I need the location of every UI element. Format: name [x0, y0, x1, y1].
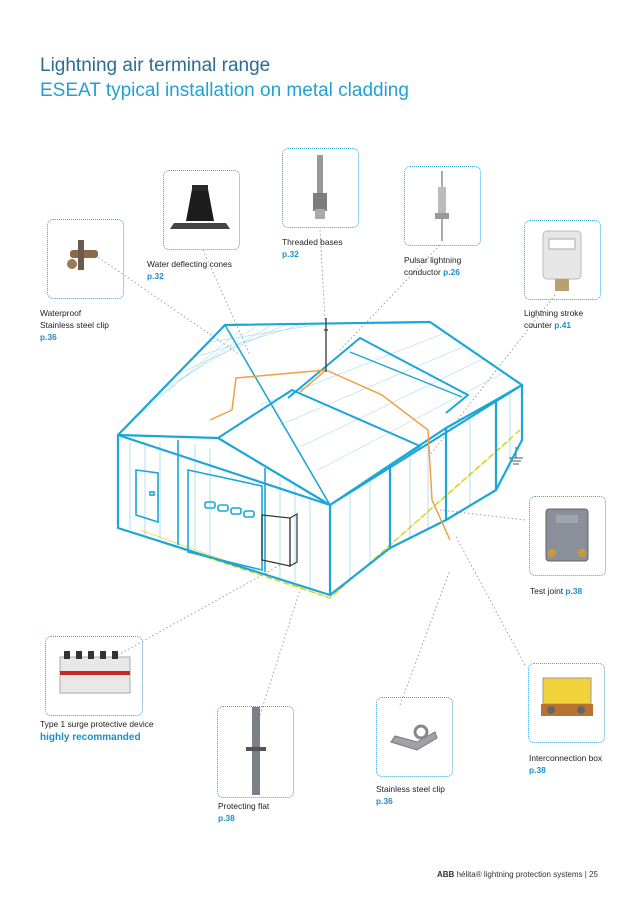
label-stroke-counter: Lightning stroke counter p.41 [524, 307, 583, 331]
surge-device-highlight: highly recommanded [40, 732, 141, 743]
threaded-bases-line1: Threaded bases [282, 237, 343, 247]
label-stainless-clip: Stainless steel clip p.36 [376, 783, 445, 807]
label-surge-device: Type 1 surge protective device highly re… [40, 718, 154, 744]
label-interconnection-box: Interconnection box p.38 [529, 752, 602, 776]
frame-waterproof-clip [47, 219, 124, 299]
pulsar-page[interactable]: p.26 [443, 267, 460, 277]
page-subtitle: ESEAT typical installation on metal clad… [40, 80, 409, 101]
label-pulsar: Pulsar lightning conductor p.26 [404, 254, 461, 278]
stroke-counter-page[interactable]: p.41 [554, 320, 572, 330]
protecting-flat-page[interactable]: p.38 [218, 813, 235, 823]
page-number: 25 [589, 870, 598, 879]
stainless-clip-page[interactable]: p.36 [376, 796, 393, 806]
pulsar-line1: Pulsar lightning [404, 255, 462, 265]
interconnection-box-line1: Interconnection box [529, 753, 603, 763]
waterproof-clip-line2: Stainless steel clip [40, 320, 109, 330]
frame-stainless-clip [376, 697, 453, 777]
water-cone-icon [170, 185, 230, 229]
threaded-base-icon [313, 155, 327, 219]
page-footer: ABB hélita® lightning protection systems… [437, 870, 598, 879]
callout-lines [94, 229, 556, 716]
earth-symbol [509, 447, 523, 465]
frame-protecting-flat [217, 679, 294, 798]
test-joint-page[interactable]: p.38 [565, 586, 583, 596]
footer-separator: | [584, 870, 587, 879]
frame-threaded-bases [282, 148, 359, 228]
test-joint-line1: Test joint [530, 586, 564, 596]
protecting-flat-line1: Protecting flat [218, 801, 270, 811]
surge-device-icon [59, 651, 131, 694]
interconnection-box-icon [541, 677, 593, 716]
stroke-counter-line2: counter [524, 320, 552, 330]
water-cones-line1: Water deflecting cones [147, 259, 232, 269]
down-conductor [209, 369, 451, 541]
surge-device-line1: Type 1 surge protective device [40, 719, 154, 729]
label-test-joint: Test joint p.38 [530, 585, 582, 597]
electrical-box [261, 512, 298, 568]
waterproof-clip-page[interactable]: p.36 [40, 332, 57, 342]
pulsar-line2: conductor [404, 267, 441, 277]
garage-door [187, 469, 263, 572]
ground-hatch [139, 439, 511, 599]
door [135, 469, 159, 524]
interconnection-box-page[interactable]: p.38 [529, 765, 546, 775]
footer-text: hélita® lightning protection systems [456, 870, 583, 879]
label-protecting-flat: Protecting flat p.38 [218, 800, 269, 824]
label-waterproof-clip: Waterproof Stainless steel clip p.36 [40, 307, 109, 343]
pulsar-conductor-icon [435, 171, 449, 241]
frame-test-joint [529, 496, 606, 576]
threaded-bases-page[interactable]: p.32 [282, 249, 299, 259]
waterproof-clip-line1: Waterproof [40, 308, 82, 318]
protecting-flat-icon [246, 679, 266, 795]
waterproof-clip-icon [67, 240, 98, 270]
building [116, 320, 524, 597]
stroke-counter-icon [542, 230, 582, 291]
stainless-clip-icon [390, 724, 438, 751]
roof-stripes [134, 324, 506, 471]
label-water-cones: Water deflecting cones p.32 [147, 258, 232, 282]
frame-interconnection-box [528, 663, 605, 743]
test-joint-icon [545, 508, 589, 562]
frame-pulsar [404, 166, 481, 246]
stainless-clip-line1: Stainless steel clip [376, 784, 445, 794]
frame-stroke-counter [524, 220, 601, 300]
page-title: Lightning air terminal range [40, 55, 271, 76]
frame-surge-device [45, 636, 143, 716]
label-threaded-bases: Threaded bases p.32 [282, 236, 343, 260]
stroke-counter-line1: Lightning stroke [524, 308, 584, 318]
footer-brand: ABB [437, 870, 455, 879]
mast [324, 318, 328, 372]
frame-water-cones [163, 170, 240, 250]
water-cones-page[interactable]: p.32 [147, 271, 164, 281]
